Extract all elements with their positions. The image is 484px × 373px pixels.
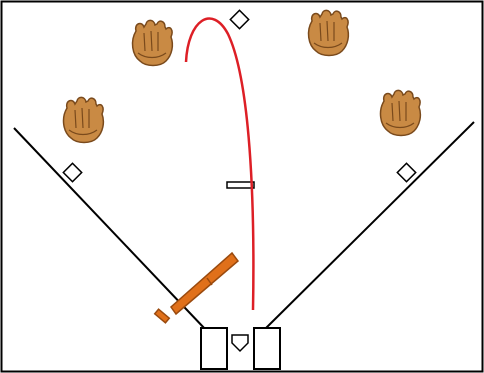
- pitcher-rubber: [227, 182, 254, 188]
- left-batter-box: [201, 328, 227, 369]
- right-batter-box: [254, 328, 280, 369]
